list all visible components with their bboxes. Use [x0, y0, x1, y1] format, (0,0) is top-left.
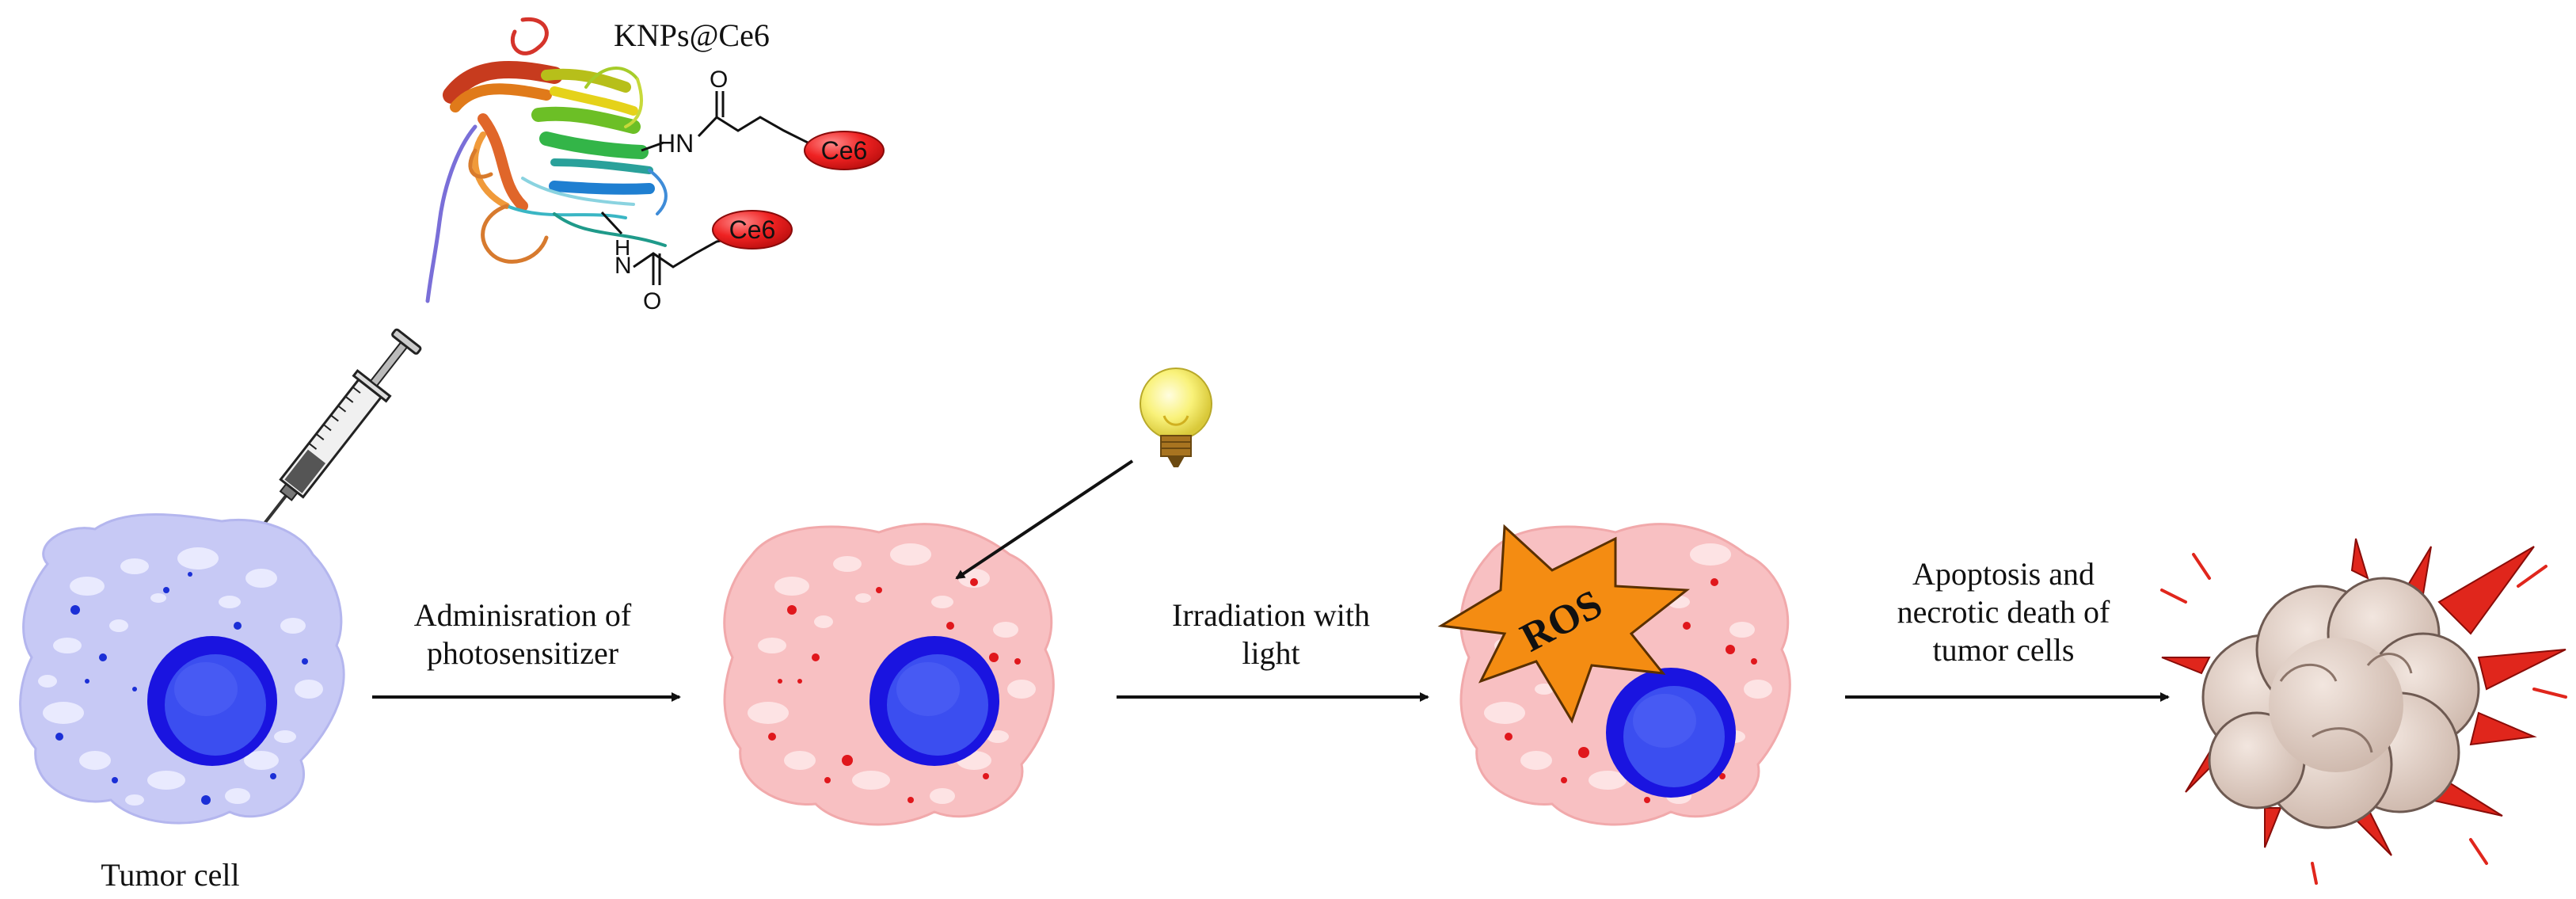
- smoke-cloud: [2201, 577, 2480, 829]
- step-3-line-2: necrotic death of: [1897, 594, 2110, 630]
- step-3-line-1: Apoptosis and: [1912, 556, 2095, 592]
- burst-streaks: [2160, 553, 2567, 885]
- protein-ribbon-icon: [425, 17, 668, 303]
- n-label: N: [615, 253, 632, 279]
- ce6-badge-upper: Ce6: [804, 131, 885, 170]
- construct-title: KNPs@Ce6: [614, 17, 770, 53]
- syringe-icon: [248, 328, 422, 544]
- photosensitizer-dots: [768, 578, 1021, 803]
- cell-vacuoles: [748, 543, 1036, 804]
- ce6-label-upper: Ce6: [821, 136, 868, 165]
- step-3-line-3: tumor cells: [1933, 632, 2075, 668]
- step-1-line-2: photosensitizer: [427, 635, 618, 671]
- ce6-linker-upper: HN O: [641, 67, 809, 158]
- nucleus: [1606, 668, 1736, 798]
- h-label: H: [615, 235, 630, 260]
- ce6-linker-lower: H N O: [600, 211, 737, 314]
- light-bulb-icon: [1140, 368, 1212, 467]
- smoke-highlights: [2279, 653, 2413, 753]
- knps-ce6-construct: KNPs@Ce6 HN: [425, 17, 885, 314]
- photosensitizer-dots: [1505, 578, 1757, 803]
- process-arrow-3: Apoptosis and necrotic death of tumor ce…: [1845, 556, 2170, 702]
- light-ray-arrow: [955, 459, 1134, 580]
- step-2-line-1: Irradiation with: [1172, 597, 1370, 633]
- o-label-lower: O: [643, 288, 661, 314]
- stage-label-tumor-cell: Tumor cell: [101, 857, 239, 893]
- tumor-cell-stage-3: ROS: [1437, 523, 1791, 826]
- process-arrow-1: Adminisration of photosensitizer: [372, 597, 681, 702]
- nucleus: [147, 636, 277, 766]
- o-label-upper: O: [710, 67, 728, 93]
- explosion-icon: [2160, 538, 2567, 885]
- process-arrow-2: Irradiation with light: [1117, 597, 1429, 702]
- ros-burst: ROS: [1437, 524, 1691, 724]
- photosensitizer-dots: [55, 572, 308, 805]
- step-2-line-2: light: [1242, 635, 1299, 671]
- tumor-cell-stage-2: [723, 523, 1055, 826]
- step-1-line-1: Adminisration of: [414, 597, 632, 633]
- tumor-cell-stage-1: Tumor cell: [19, 513, 345, 893]
- hn-label: HN: [657, 129, 694, 158]
- ce6-label-lower: Ce6: [729, 215, 776, 244]
- cell-vacuoles: [38, 547, 323, 806]
- nucleus: [869, 636, 999, 766]
- ce6-badge-lower: Ce6: [712, 210, 793, 250]
- burst-spikes: [2161, 538, 2566, 856]
